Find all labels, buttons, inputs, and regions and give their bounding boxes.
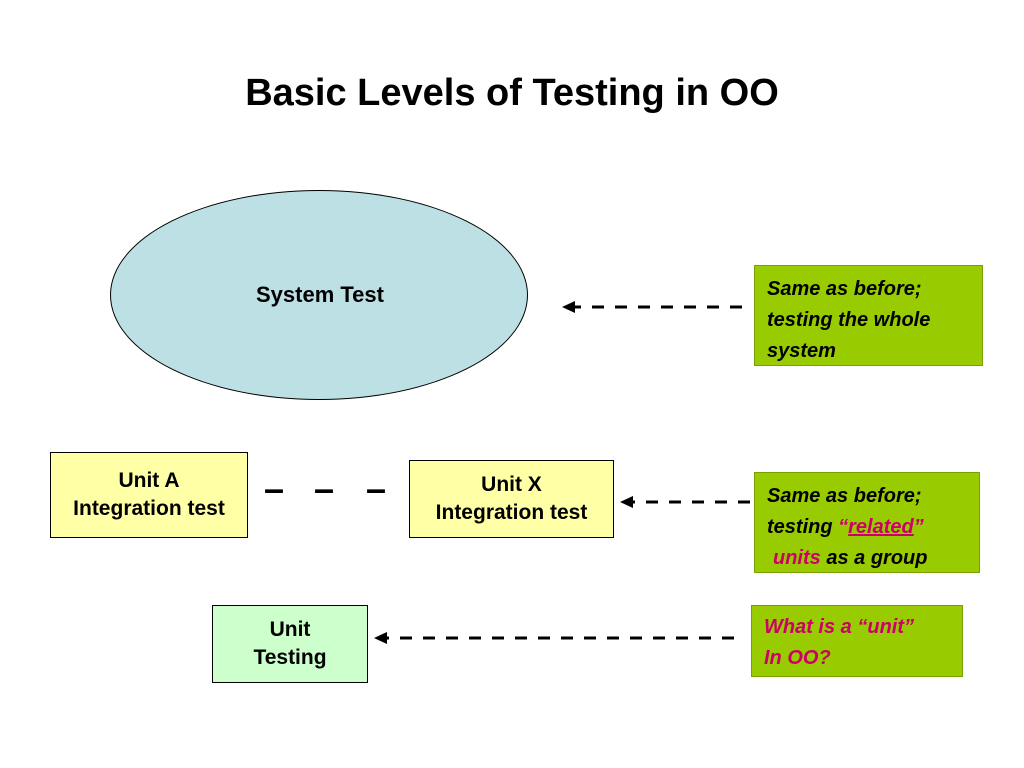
separator-dash-3: – xyxy=(366,468,387,509)
system-note-line3: system xyxy=(767,340,836,362)
unit-testing-line2: Testing xyxy=(253,646,327,669)
slide-title: Basic Levels of Testing in OO xyxy=(245,72,779,114)
integration-arrowhead-icon xyxy=(620,496,633,508)
system-note-line2: testing the whole xyxy=(767,309,931,331)
units-word: units xyxy=(773,547,821,569)
unit-a-integration-box: Unit A Integration test xyxy=(50,452,248,538)
integration-test-note: Same as before; testing “related” units … xyxy=(754,472,980,573)
related-word: related xyxy=(848,516,914,538)
unit-question-note: What is a “unit” In OO? xyxy=(751,605,963,677)
unit-arrowhead-icon xyxy=(374,632,387,644)
open-quote: “ xyxy=(838,516,849,538)
unit-x-integration-box: Unit X Integration test xyxy=(409,460,614,538)
unit-x-subtitle: Integration test xyxy=(435,501,588,524)
unit-a-subtitle: Integration test xyxy=(73,497,225,520)
unit-testing-line1: Unit xyxy=(269,618,311,641)
system-arrowhead-icon xyxy=(562,301,575,313)
system-test-label: System Test xyxy=(256,282,384,307)
unit-testing-box: Unit Testing xyxy=(212,605,368,683)
close-quote: ” xyxy=(913,516,924,538)
integration-note-line3: units as a group xyxy=(767,543,969,574)
integration-note-prefix: testing xyxy=(767,516,839,538)
integration-note-line2: testing “related” xyxy=(767,512,969,543)
system-note-line1: Same as before; xyxy=(767,278,922,300)
unit-x-title: Unit X xyxy=(481,473,542,496)
unit-note-line2: In OO? xyxy=(764,647,831,669)
unit-note-line1: What is a “unit” xyxy=(764,616,914,638)
integration-note-suffix: as a group xyxy=(820,547,928,569)
system-test-ellipse xyxy=(110,190,528,400)
separator-dash-1: – xyxy=(264,468,285,509)
separator-dash-2: – xyxy=(314,468,335,509)
integration-note-line1: Same as before; xyxy=(767,485,922,507)
unit-a-title: Unit A xyxy=(118,469,180,492)
system-test-note: Same as before; testing the whole system xyxy=(754,265,983,366)
